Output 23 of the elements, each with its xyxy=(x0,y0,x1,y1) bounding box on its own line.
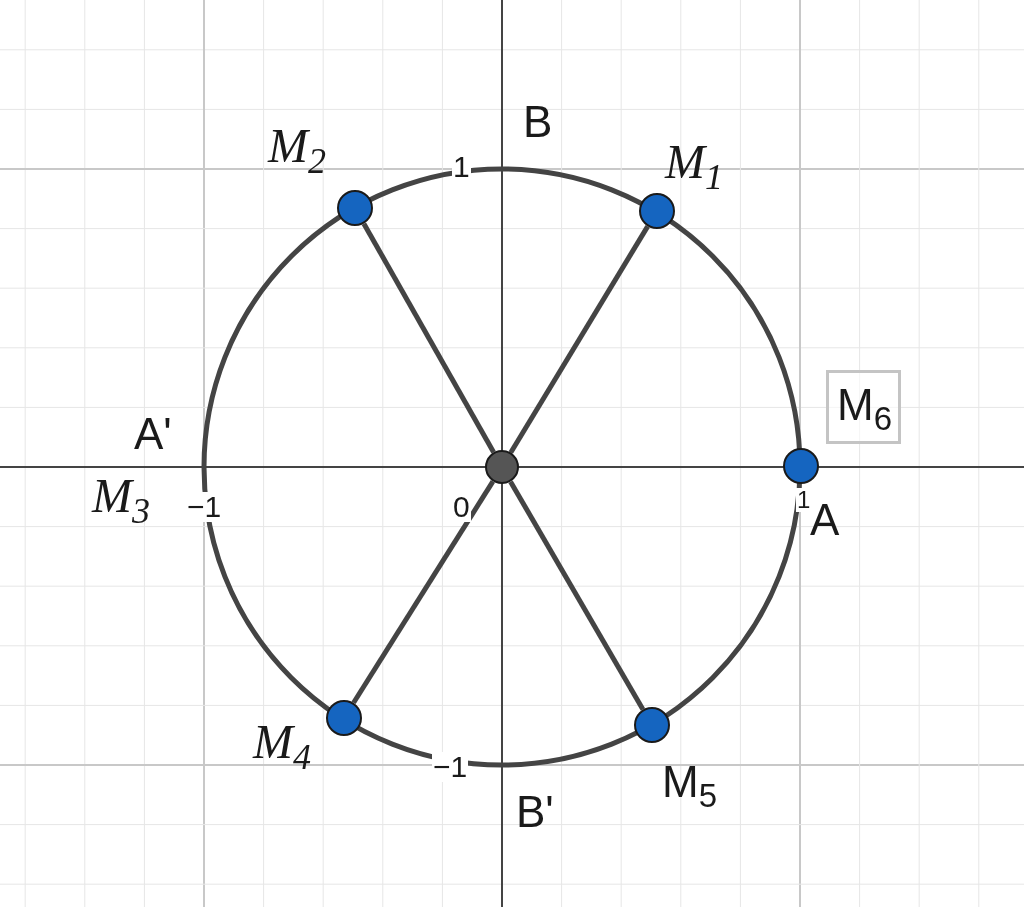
point-label: A xyxy=(810,498,840,542)
point-label: M$_{4}$ xyxy=(253,718,311,775)
point xyxy=(639,193,675,229)
segment xyxy=(508,225,650,454)
tick-label: 1 xyxy=(796,488,812,512)
segment xyxy=(508,480,646,711)
point-label: B' xyxy=(516,790,554,834)
point xyxy=(337,190,373,226)
point xyxy=(783,448,819,484)
point-label: M$_{5}$ xyxy=(662,760,717,812)
segment xyxy=(361,222,496,454)
point-label: M$_{2}$ xyxy=(268,122,326,179)
point xyxy=(326,700,362,736)
tick-label: −1 xyxy=(432,752,469,782)
point-label: B xyxy=(523,100,553,144)
point-label: M$_{3}$ xyxy=(92,472,150,529)
point xyxy=(634,707,670,743)
segment xyxy=(351,480,496,705)
tick-label: −1 xyxy=(186,492,223,522)
point-label: M$_{1}$ xyxy=(665,138,723,195)
point xyxy=(485,450,519,484)
boxed-point-label: M$_{6}$ xyxy=(826,370,901,444)
point-label: A' xyxy=(134,412,172,456)
